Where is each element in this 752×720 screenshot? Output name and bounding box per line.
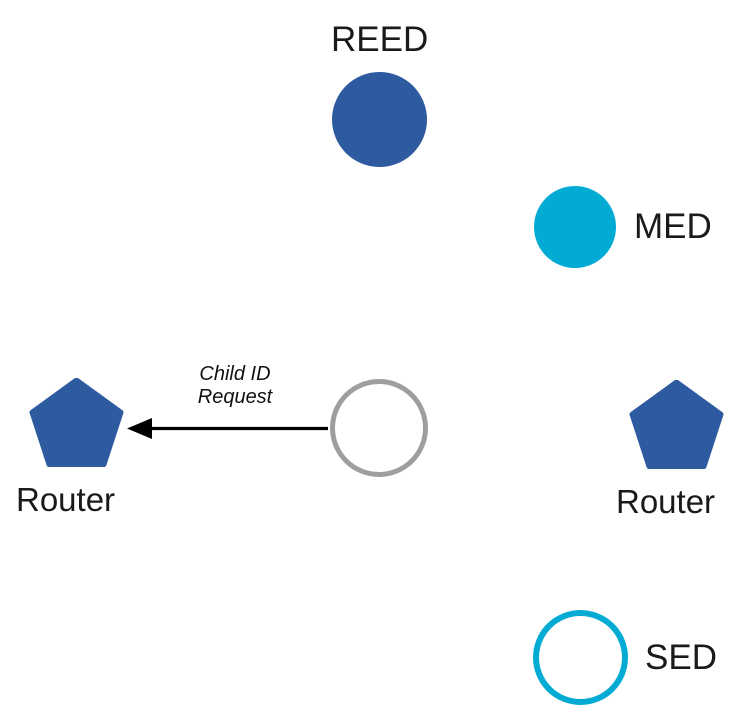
med-label: MED — [634, 207, 712, 246]
child-id-request-caption-line-1: Child ID — [199, 363, 271, 385]
reed-circle-icon[interactable] — [332, 72, 427, 167]
router-right-label: Router — [616, 483, 716, 520]
med-circle-icon[interactable] — [534, 186, 616, 268]
reed-label: REED — [331, 20, 429, 59]
router-right-pentagon-icon[interactable] — [629, 380, 724, 470]
router-left-label: Router — [16, 481, 116, 518]
child-id-request-caption-line-2: Request — [197, 386, 273, 408]
joiner-circle-icon[interactable] — [330, 379, 428, 477]
sed-label: SED — [645, 638, 717, 677]
child-id-request-caption: Child ID Request — [160, 363, 310, 409]
child-id-request-arrow-icon — [127, 418, 328, 439]
router-left-pentagon-icon[interactable] — [29, 378, 124, 468]
sed-circle-icon[interactable] — [533, 610, 628, 705]
